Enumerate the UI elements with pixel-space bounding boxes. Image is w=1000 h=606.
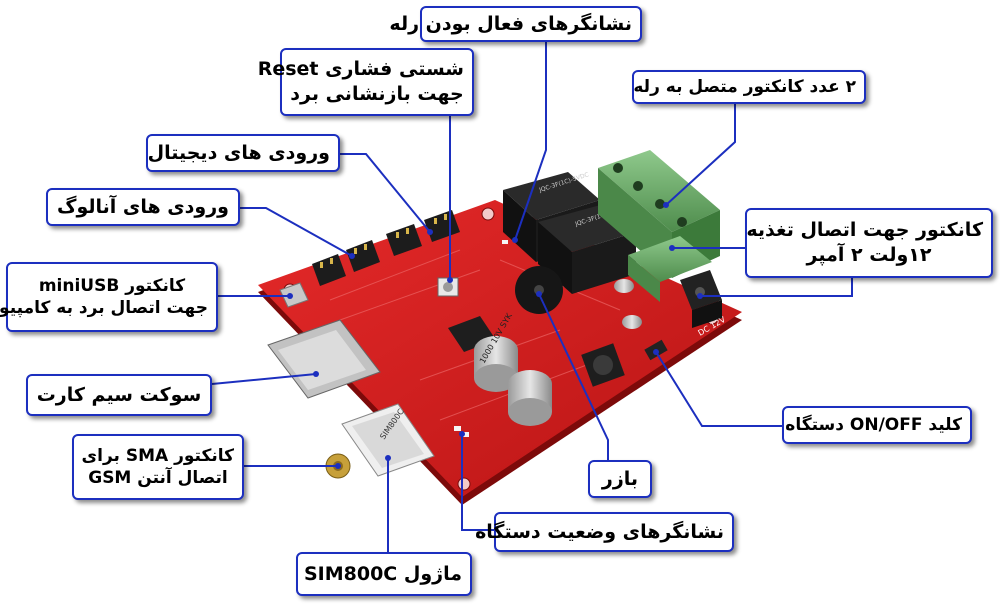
label-analog-inputs: ورودی های آنالوگ xyxy=(46,188,240,226)
sim800c-module xyxy=(341,403,435,477)
label-sma-connector: کانکتور SMA برای اتصال آنتن GSM xyxy=(72,434,244,500)
label-miniusb: کانکتور miniUSB جهت اتصال برد به کامپیوت… xyxy=(0,262,218,332)
analog-inputs-text: ورودی های آنالوگ xyxy=(57,195,229,218)
onoff-key-text: کلید ON/OFF دستگاه xyxy=(785,414,962,435)
label-sim-socket: سوکت سیم کارت xyxy=(26,374,212,416)
miniusb-line1: کانکتور miniUSB xyxy=(38,275,186,296)
status-indicators-text: نشانگرهای وضعیت دستگاه xyxy=(475,520,724,543)
status-leds xyxy=(454,240,508,437)
label-relay-connectors: ۲ عدد کانکتور متصل به رله xyxy=(632,70,866,104)
green-terminal-blocks xyxy=(598,150,720,302)
capacitors xyxy=(474,279,642,426)
sma-line1: کانکتور SMA برای xyxy=(81,445,234,466)
power-line1: کانکتور جهت اتصال تغذیه xyxy=(746,219,983,242)
reset-line2: جهت بازنشانی برد xyxy=(290,83,464,105)
power-line2: ۱۲ولت ۲ آمپر xyxy=(806,244,932,266)
label-status-indicators: نشانگرهای وضعیت دستگاه xyxy=(475,512,734,552)
sim-socket-text: سوکت سیم کارت xyxy=(36,383,202,406)
sim800c-text: ماژول SIM800C xyxy=(303,562,462,585)
buzzer-part xyxy=(515,266,563,314)
reset-line1: شستی فشاری Reset xyxy=(257,58,464,81)
label-buzzer: بازر xyxy=(588,460,652,498)
inductor xyxy=(581,343,625,387)
label-reset-button: شستی فشاری Reset جهت بازنشانی برد xyxy=(257,48,474,116)
label-power-connector: کانکتور جهت اتصال تغذیه ۱۲ولت ۲ آمپر xyxy=(745,208,993,278)
label-digital-inputs: ورودی های دیجیتال xyxy=(146,134,340,172)
relay-indicators-text: نشانگرهای فعال بودن رله xyxy=(389,12,632,35)
reset-button-part xyxy=(437,277,459,297)
label-sim800c-module: ماژول SIM800C xyxy=(296,552,472,596)
buzzer-text: بازر xyxy=(601,467,639,490)
sma-line2: اتصال آنتن GSM xyxy=(88,468,228,488)
label-relay-indicators: نشانگرهای فعال بودن رله xyxy=(389,6,642,42)
leader-lines xyxy=(211,42,853,552)
label-onoff-key: کلید ON/OFF دستگاه xyxy=(782,406,972,444)
relay-connectors-text: ۲ عدد کانکتور متصل به رله xyxy=(633,76,856,97)
miniusb-line2: جهت اتصال برد به کامپیوتر xyxy=(0,298,208,318)
digital-inputs-text: ورودی های دیجیتال xyxy=(147,141,330,164)
miniusb-port xyxy=(279,282,309,308)
